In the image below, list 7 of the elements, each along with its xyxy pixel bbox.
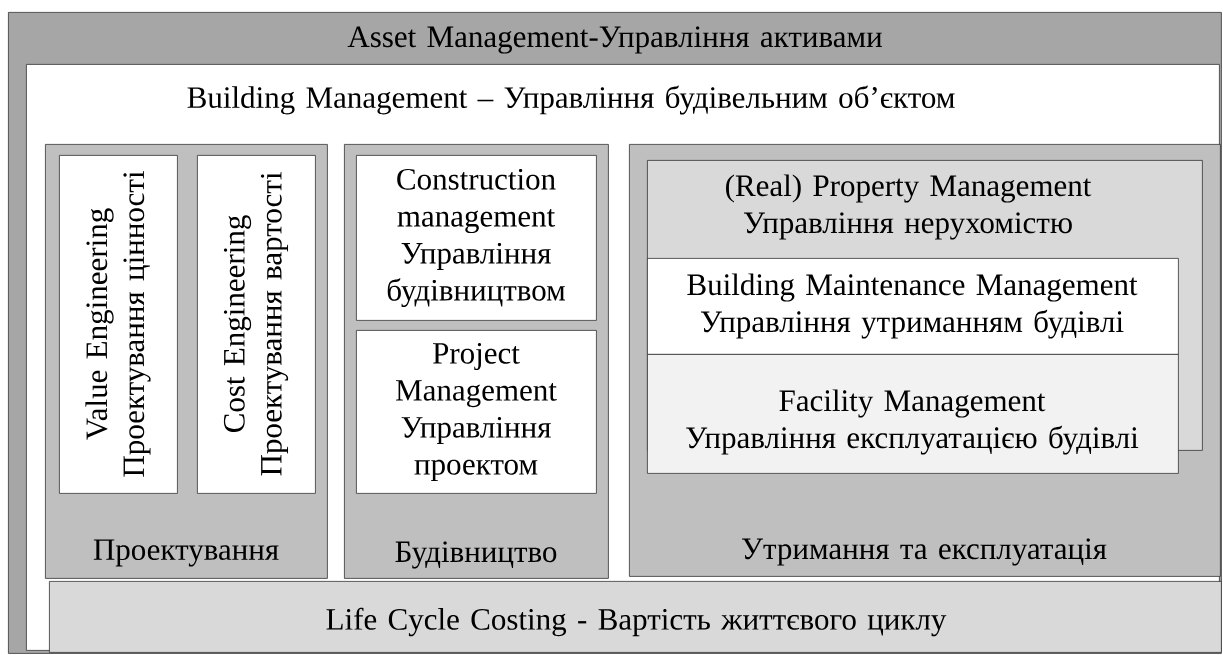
process-box: Facility Management Управління експлуатацією будівлі: [647, 354, 1179, 474]
process-box: Construction management Управління будівництвом: [356, 155, 597, 321]
process-box: Building Maintenance Management Управління утриманням будівлі: [647, 258, 1179, 355]
band: Life Cycle Costing - Вартість життєвого циклу: [49, 581, 1222, 653]
process-box: Value Engineering Проектування цінності: [59, 155, 178, 494]
process-box: Project Management Управління проектом: [356, 330, 597, 494]
process-box: Cost Engineering Проектування вартості: [197, 155, 316, 494]
